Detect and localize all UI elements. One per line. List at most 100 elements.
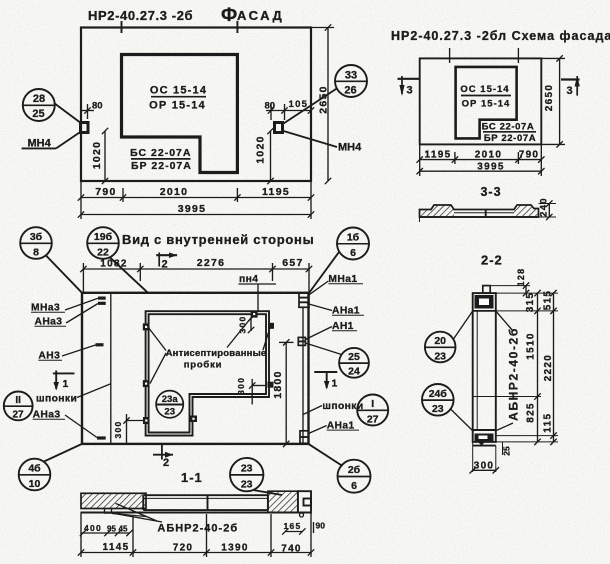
svg-text:1195: 1195 bbox=[425, 150, 452, 161]
svg-text:80: 80 bbox=[265, 101, 276, 112]
svg-text:2276: 2276 bbox=[197, 257, 226, 269]
svg-text:28: 28 bbox=[33, 93, 45, 105]
svg-text:790: 790 bbox=[519, 150, 540, 161]
svg-text:300: 300 bbox=[236, 377, 246, 395]
svg-text:АБНР2-40-2б: АБНР2-40-2б bbox=[157, 523, 238, 535]
svg-text:23: 23 bbox=[241, 479, 253, 491]
svg-text:МНа1: МНа1 bbox=[328, 274, 357, 285]
svg-text:АСАД: АСАД bbox=[237, 8, 284, 23]
svg-text:300: 300 bbox=[238, 315, 248, 333]
svg-text:8: 8 bbox=[33, 247, 39, 259]
svg-text:10: 10 bbox=[29, 478, 41, 490]
svg-text:1: 1 bbox=[63, 378, 69, 390]
svg-text:105: 105 bbox=[289, 99, 309, 110]
svg-text:400: 400 bbox=[84, 523, 102, 533]
svg-text:Ф: Ф bbox=[221, 5, 237, 26]
svg-text:1195: 1195 bbox=[262, 186, 290, 198]
svg-text:МН4: МН4 bbox=[28, 138, 52, 150]
svg-text:720: 720 bbox=[173, 543, 194, 554]
svg-text:25: 25 bbox=[32, 108, 44, 120]
svg-text:240: 240 bbox=[539, 197, 550, 217]
svg-text:ОР 15-14: ОР 15-14 bbox=[149, 100, 206, 112]
svg-text:НР2-40.27.3 -2бл Схема фасада: НР2-40.27.3 -2бл Схема фасада bbox=[391, 29, 610, 43]
svg-text:23: 23 bbox=[432, 403, 444, 415]
svg-text:3: 3 bbox=[407, 85, 413, 97]
svg-text:3-3: 3-3 bbox=[480, 185, 501, 199]
svg-text:ОР 15-14: ОР 15-14 bbox=[462, 99, 511, 110]
svg-text:740: 740 bbox=[281, 544, 302, 555]
svg-text:I: I bbox=[371, 398, 374, 410]
svg-text:Антисептированные: Антисептированные bbox=[166, 348, 267, 359]
svg-text:1390: 1390 bbox=[221, 543, 248, 554]
svg-text:1-1: 1-1 bbox=[181, 470, 203, 485]
svg-text:80: 80 bbox=[92, 101, 103, 112]
svg-text:3б: 3б bbox=[30, 231, 43, 243]
svg-text:2220: 2220 bbox=[543, 354, 554, 381]
svg-text:2010: 2010 bbox=[160, 186, 189, 198]
svg-text:шпонки: шпонки bbox=[36, 394, 77, 405]
svg-text:1: 1 bbox=[332, 378, 338, 390]
svg-text:1б: 1б bbox=[347, 232, 360, 244]
svg-text:ОС 15-14: ОС 15-14 bbox=[460, 84, 509, 95]
svg-text:II: II bbox=[15, 395, 21, 406]
svg-text:БР 22-07А: БР 22-07А bbox=[484, 133, 536, 144]
svg-text:АН3: АН3 bbox=[38, 351, 60, 362]
svg-text:300: 300 bbox=[474, 461, 495, 472]
svg-text:АБНР2-40-2б: АБНР2-40-2б bbox=[507, 327, 521, 421]
svg-text:115: 115 bbox=[543, 413, 554, 433]
svg-text:АН1: АН1 bbox=[332, 321, 354, 332]
svg-text:657: 657 bbox=[282, 257, 303, 269]
svg-text:45: 45 bbox=[119, 525, 128, 534]
svg-text:2650: 2650 bbox=[544, 84, 555, 111]
svg-text:300: 300 bbox=[113, 420, 123, 438]
svg-text:22: 22 bbox=[97, 247, 109, 259]
svg-text:515: 515 bbox=[543, 290, 554, 311]
svg-text:4б: 4б bbox=[28, 463, 41, 475]
svg-text:23: 23 bbox=[434, 351, 446, 363]
svg-text:АНа1: АНа1 bbox=[327, 420, 355, 431]
svg-text:315: 315 bbox=[525, 292, 536, 313]
svg-text:2650: 2650 bbox=[318, 85, 330, 114]
svg-text:3995: 3995 bbox=[178, 203, 207, 215]
svg-text:ОС 15-14: ОС 15-14 bbox=[150, 85, 207, 97]
svg-text:25: 25 bbox=[502, 446, 512, 456]
svg-text:6: 6 bbox=[350, 247, 356, 259]
svg-text:3995: 3995 bbox=[477, 162, 504, 173]
svg-text:1145: 1145 bbox=[103, 542, 130, 553]
svg-text:шпонки: шпонки bbox=[322, 401, 363, 412]
svg-text:19б: 19б bbox=[94, 231, 113, 243]
svg-text:24: 24 bbox=[348, 366, 360, 378]
svg-text:23а: 23а bbox=[162, 394, 179, 405]
svg-text:НР2-40.27.3 -2б: НР2-40.27.3 -2б bbox=[88, 8, 193, 23]
svg-text:БС 22-07А: БС 22-07А bbox=[482, 122, 535, 133]
svg-text:23: 23 bbox=[241, 463, 253, 475]
svg-text:1510: 1510 bbox=[526, 332, 537, 359]
svg-text:АНа3: АНа3 bbox=[33, 409, 61, 420]
svg-text:23: 23 bbox=[164, 407, 175, 418]
svg-text:825: 825 bbox=[526, 402, 537, 423]
svg-text:790: 790 bbox=[95, 186, 116, 198]
svg-text:пн4: пн4 bbox=[239, 274, 258, 285]
svg-text:2б: 2б bbox=[348, 464, 361, 476]
svg-text:1082: 1082 bbox=[100, 259, 127, 270]
svg-text:АНа3: АНа3 bbox=[35, 317, 63, 328]
svg-text:26: 26 bbox=[344, 85, 356, 97]
svg-text:20: 20 bbox=[434, 335, 446, 347]
svg-text:1800: 1800 bbox=[272, 370, 284, 399]
svg-text:пробки: пробки bbox=[184, 360, 223, 371]
svg-text:АНа1: АНа1 bbox=[332, 306, 360, 317]
svg-text:3: 3 bbox=[567, 85, 573, 97]
svg-text:Вид с внутренней стороны: Вид с внутренней стороны bbox=[122, 232, 314, 247]
svg-text:БС 22-07А: БС 22-07А bbox=[130, 147, 191, 159]
svg-text:МН4: МН4 bbox=[338, 142, 362, 154]
svg-text:24б: 24б bbox=[429, 388, 448, 400]
svg-text:90: 90 bbox=[316, 521, 326, 531]
svg-text:2010: 2010 bbox=[475, 150, 502, 161]
svg-text:33: 33 bbox=[345, 70, 357, 82]
svg-text:1020: 1020 bbox=[91, 141, 103, 170]
svg-text:2: 2 bbox=[163, 457, 169, 469]
svg-text:БР 22-07А: БР 22-07А bbox=[131, 160, 192, 172]
svg-text:МНа3: МНа3 bbox=[31, 303, 60, 314]
svg-text:1020: 1020 bbox=[255, 135, 267, 164]
svg-text:95: 95 bbox=[107, 525, 116, 534]
